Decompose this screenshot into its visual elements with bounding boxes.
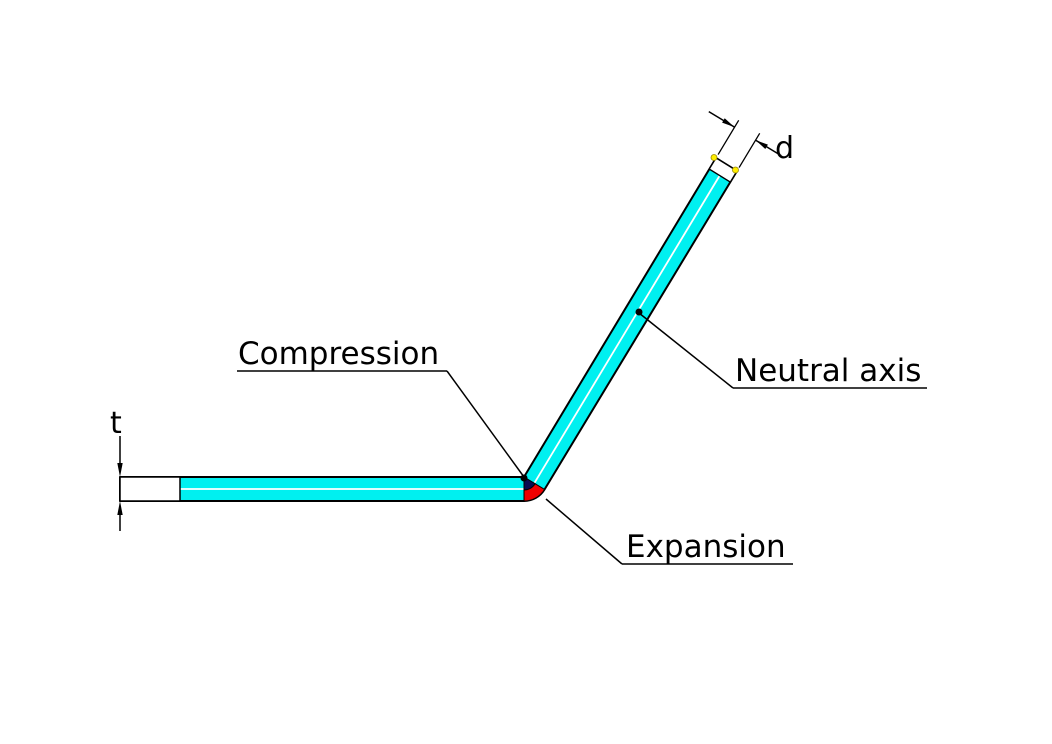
compression-label: Compression — [238, 336, 439, 372]
thickness-dimension-label: t — [110, 406, 122, 441]
tip-vertex-marker — [732, 166, 739, 174]
expansion-zone-wedge — [523, 483, 546, 502]
compression-leader-dot — [520, 474, 528, 482]
depth-arrow-left — [722, 118, 735, 128]
sheet-body — [119, 157, 738, 503]
tip-vertex-marker — [710, 154, 718, 161]
depth-arrow-right — [755, 140, 768, 149]
depth-extension-line-inner — [717, 119, 740, 155]
neutral-axis-label: Neutral axis — [735, 353, 921, 389]
sheet-tip-blank-end — [708, 157, 738, 183]
compression-leader-line — [446, 370, 525, 478]
thickness-arrow-top — [117, 463, 123, 477]
neutral-axis-leader-dot — [635, 308, 643, 316]
sheet-left-blank-end — [119, 476, 181, 502]
neutral-axis-leader-line — [638, 312, 734, 389]
thickness-arrow-bottom — [117, 501, 123, 515]
expansion-label: Expansion — [626, 529, 786, 565]
depth-extension-line-outer — [738, 132, 761, 168]
expansion-leader-line — [545, 498, 623, 565]
depth-dimension-label: d — [775, 131, 794, 166]
